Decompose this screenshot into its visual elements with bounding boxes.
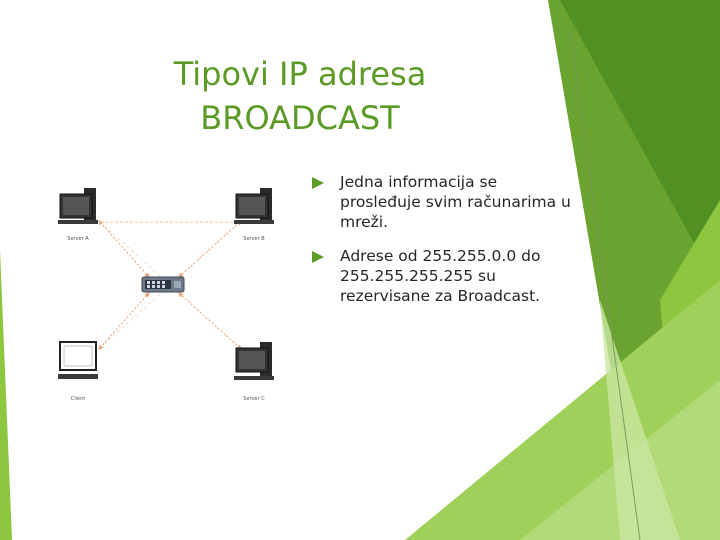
link-cross-1 — [99, 221, 241, 349]
network-switch-icon — [141, 276, 185, 293]
client-label: Client — [71, 396, 86, 402]
server-a-label: Server A — [67, 236, 89, 242]
link-client — [98, 292, 150, 350]
right-pale-shape — [600, 300, 680, 540]
right-thin-line — [569, 29, 641, 540]
bullet-text: Jedna informacija se prosleđuje svim rač… — [340, 173, 571, 231]
arrow-bullet-icon — [312, 251, 324, 263]
server-c-node: Server C — [234, 342, 274, 402]
computer-light-icon — [58, 341, 98, 379]
left-edge-shape — [0, 250, 12, 540]
computer-dark-icon — [58, 188, 98, 224]
arrow-bullet-icon — [312, 177, 324, 189]
bullet-item: Jedna informacija se prosleđuje svim rač… — [305, 172, 575, 232]
link-cross-2 — [99, 221, 241, 349]
server-a-node: Server A — [58, 188, 98, 242]
computer-dark-icon — [234, 188, 274, 224]
link-server-a — [98, 220, 150, 278]
title-line-1: Tipovi IP adresa — [173, 55, 427, 93]
server-b-node: Server B — [234, 188, 274, 242]
broadcast-network-diagram: Server A Server B Client — [58, 188, 274, 402]
bullet-list: Jedna informacija se prosleđuje svim rač… — [305, 172, 575, 320]
server-b-label: Server B — [243, 236, 265, 242]
right-top-shape — [560, 0, 720, 290]
title-line-2: BROADCAST — [200, 99, 400, 137]
client-node: Client — [58, 341, 98, 402]
slide-title: Tipovi IP adresa BROADCAST — [140, 52, 460, 140]
bullet-text: Adrese od 255.255.0.0 do 255.255.255.255… — [340, 247, 541, 305]
server-c-label: Server C — [243, 396, 265, 402]
bullet-item: Adrese od 255.255.0.0 do 255.255.255.255… — [305, 246, 575, 306]
computer-dark-icon — [234, 342, 274, 380]
